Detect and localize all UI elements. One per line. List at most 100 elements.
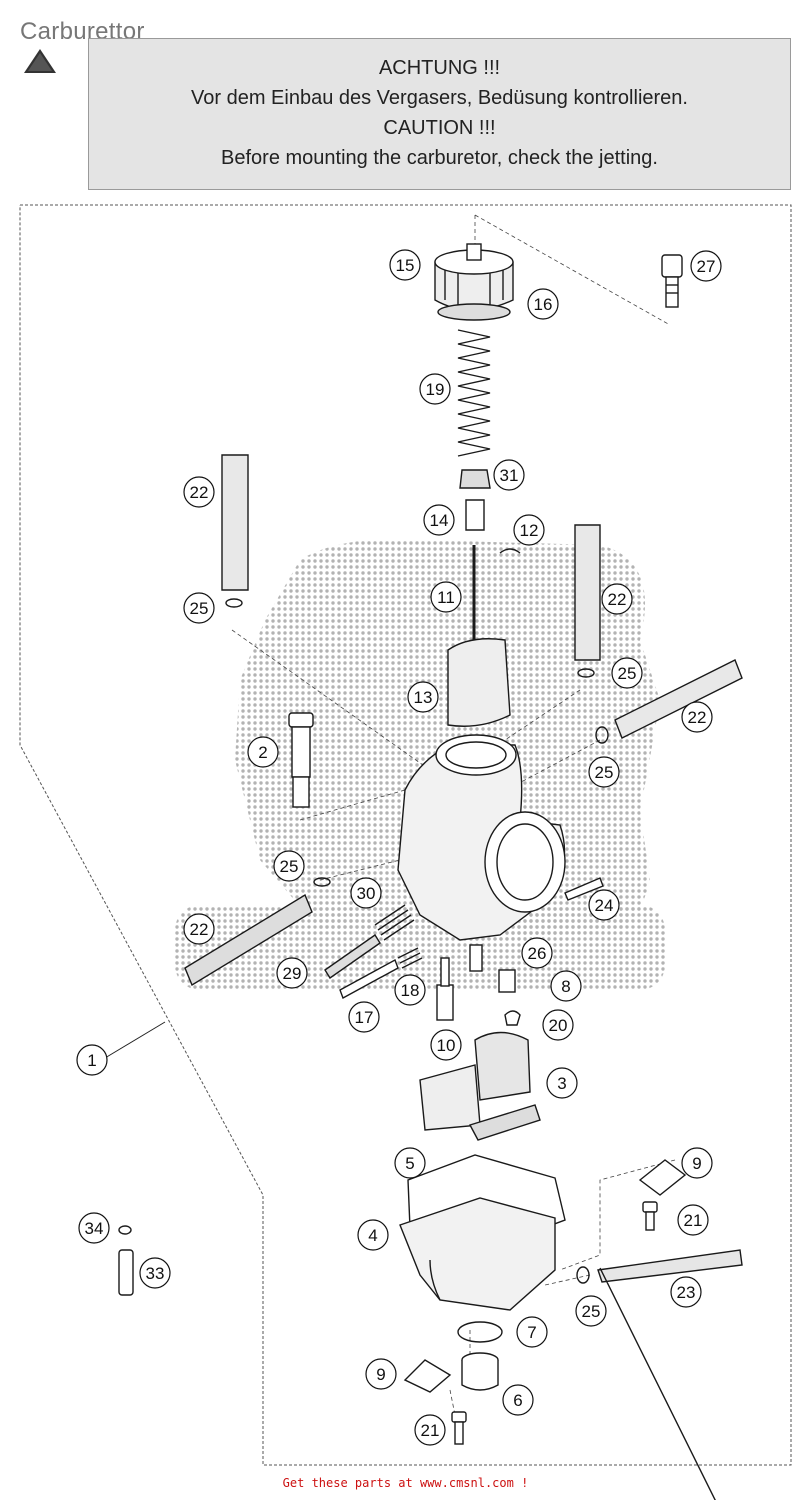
callout-11: 11: [430, 581, 462, 613]
callout-25: 25: [611, 657, 643, 689]
callout-number: 13: [414, 688, 433, 707]
vent-hose-22-right: [574, 524, 601, 661]
callout-number: 9: [376, 1365, 385, 1384]
clip-20: [504, 1010, 521, 1026]
callout-number: 22: [608, 590, 627, 609]
callout-number: 6: [513, 1391, 522, 1410]
callout-circle: [575, 1295, 607, 1327]
callout-number: 16: [534, 295, 553, 314]
callout-24: 24: [588, 889, 620, 921]
jet-8: [498, 969, 516, 993]
callout-22: 22: [601, 583, 633, 615]
callout-number: 22: [688, 708, 707, 727]
callout-27: 27: [690, 250, 722, 282]
callout-33: 33: [139, 1257, 171, 1289]
callout-circle: [350, 877, 382, 909]
callout-number: 30: [357, 884, 376, 903]
callout-circle: [516, 1316, 548, 1348]
callout-29: 29: [276, 957, 308, 989]
plug-31: [459, 469, 491, 489]
callout-8: 8: [550, 970, 582, 1002]
clip-12: [499, 548, 521, 554]
callout-7: 7: [516, 1316, 548, 1348]
callout-circle: [139, 1257, 171, 1289]
needle-holder-14: [465, 499, 485, 531]
callout-circle: [423, 504, 455, 536]
drain-plug-6: [461, 1352, 499, 1391]
callout-circle: [78, 1212, 110, 1244]
parts-footer-link[interactable]: Get these parts at www.cmsnl.com !: [282, 1476, 529, 1490]
callout-4: 4: [357, 1219, 389, 1251]
callout-circle: [690, 250, 722, 282]
callout-circle: [611, 657, 643, 689]
callout-circle: [394, 974, 426, 1006]
carburettor-body: [397, 734, 566, 941]
callout-31: 31: [493, 459, 525, 491]
callout-circle: [601, 583, 633, 615]
callout-10: 10: [430, 1029, 462, 1061]
callout-circle: [430, 581, 462, 613]
callout-circle: [414, 1414, 446, 1446]
vent-hose-22-left: [221, 454, 249, 591]
callout-number: 25: [280, 857, 299, 876]
callout-circle: [588, 756, 620, 788]
callout-number: 8: [561, 977, 570, 996]
callout-number: 22: [190, 920, 209, 939]
callout-25: 25: [183, 592, 215, 624]
callout-circle: [502, 1384, 534, 1416]
callout-circle: [681, 701, 713, 733]
screw-21-top: [642, 1201, 658, 1231]
callout-number: 25: [582, 1302, 601, 1321]
hose-nipple-24: [564, 877, 604, 901]
callout-3: 3: [546, 1067, 578, 1099]
callout-number: 1: [87, 1051, 96, 1070]
notice-heading-en: CAUTION !!!: [383, 117, 496, 139]
callout-20: 20: [542, 1009, 574, 1041]
callout-circle: [493, 459, 525, 491]
callout-22: 22: [183, 476, 215, 508]
callout-circle: [513, 514, 545, 546]
callout-21: 21: [414, 1414, 446, 1446]
callout-circle: [542, 1009, 574, 1041]
callout-circle: [357, 1219, 389, 1251]
spring-18: [397, 947, 423, 969]
callout-circle: [521, 937, 553, 969]
float-bowl-4: [399, 1197, 556, 1311]
callout-15: 15: [389, 249, 421, 281]
callout-22: 22: [183, 913, 215, 945]
callout-number: 4: [368, 1226, 377, 1245]
warning-triangle-icon: [24, 49, 56, 73]
callout-number: 33: [146, 1264, 165, 1283]
callout-number: 17: [355, 1008, 374, 1027]
clamp-25-c: [595, 726, 609, 744]
callout-circle: [677, 1204, 709, 1236]
callout-5: 5: [394, 1147, 426, 1179]
callout-number: 12: [520, 521, 539, 540]
callout-25: 25: [588, 756, 620, 788]
callout-circle: [273, 850, 305, 882]
callout-13: 13: [407, 681, 439, 713]
callout-18: 18: [394, 974, 426, 1006]
throttle-slide-13: [447, 638, 511, 727]
spring-30: [374, 904, 415, 941]
callout-number: 21: [684, 1211, 703, 1230]
callout-6: 6: [502, 1384, 534, 1416]
callout-number: 23: [677, 1283, 696, 1302]
callout-circle: [407, 681, 439, 713]
callout-21: 21: [677, 1204, 709, 1236]
o-ring-7: [457, 1321, 503, 1343]
callout-23: 23: [670, 1276, 702, 1308]
callout-number: 27: [697, 257, 716, 276]
callout-number: 7: [527, 1323, 536, 1342]
clamp-25-b: [577, 668, 595, 678]
callout-2: 2: [247, 736, 279, 768]
clamp-25-d: [313, 877, 331, 887]
screw-27: [661, 254, 683, 308]
callout-number: 3: [557, 1074, 566, 1093]
callout-9: 9: [681, 1147, 713, 1179]
callout-circle: [670, 1276, 702, 1308]
clamp-25-e: [576, 1266, 590, 1284]
callout-number: 9: [692, 1154, 701, 1173]
callout-number: 25: [618, 664, 637, 683]
